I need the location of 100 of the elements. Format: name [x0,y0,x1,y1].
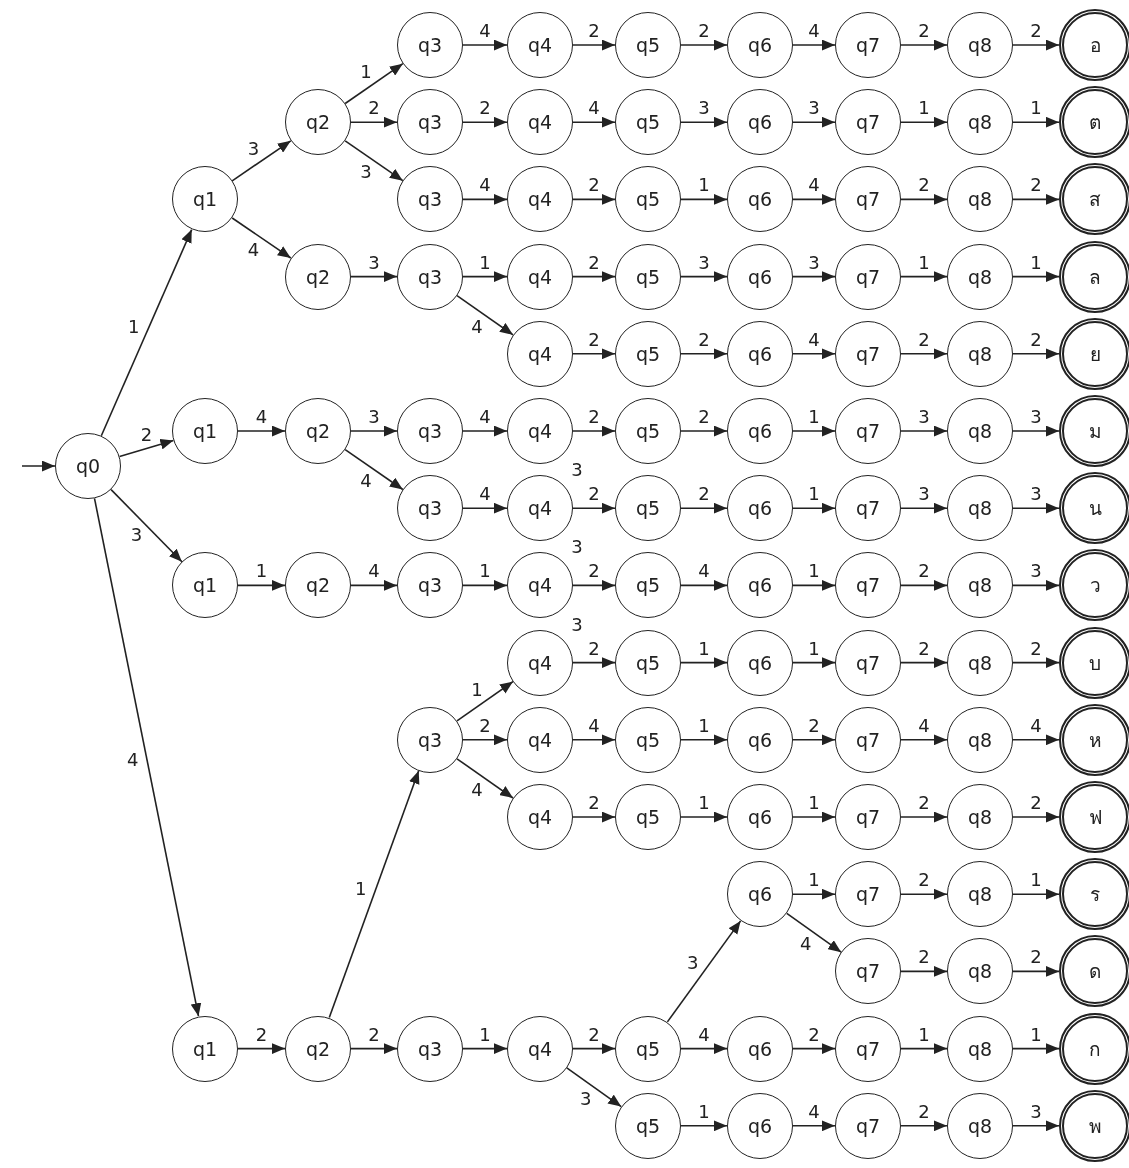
arrow [1012,734,1060,746]
edge-label: 2 [587,22,601,40]
state-circle: q4 [507,552,573,619]
double-circle: ต [1059,86,1129,159]
arrow [572,657,616,668]
arrow [680,734,728,746]
edge-label: 4 [470,780,484,799]
edge-label: 2 [917,794,931,812]
state-circle: q5 [615,1015,681,1082]
arrow [900,966,948,977]
edge-label: 2 [587,253,601,272]
double-circle: บ [1059,626,1129,699]
arrow [792,811,836,823]
state-circle: q8 [947,398,1013,464]
state-circle: q4 [507,706,573,773]
state-circle: q7 [835,320,901,387]
arrow [231,217,292,259]
edge-label: 2 [697,330,711,349]
state-circle: q5 [615,1092,681,1159]
state-circle: q8 [947,552,1013,619]
arrow [680,348,728,360]
arrow [328,770,420,1019]
state-circle: q7 [835,475,901,542]
state-circle: q4 [507,629,573,696]
arrow [792,348,836,360]
edge-label: 2 [917,330,931,349]
arrow [231,140,292,182]
arrow [93,497,202,1017]
edge-label: 4 [697,1025,711,1044]
state-circle: q5 [615,12,681,78]
arrow [792,116,836,128]
edge-label: 1 [917,253,931,272]
double-circle: ล [1059,240,1129,313]
edge-label: 2 [587,408,601,426]
arrow [100,228,193,437]
state-circle: q4 [507,12,573,78]
state-circle: q6 [727,861,793,928]
double-circle: พ [1059,1089,1129,1162]
state-circle: q8 [947,1015,1013,1082]
state-circle: q1 [172,398,238,464]
arrow [680,657,728,668]
edge-label: 1 [1029,253,1043,272]
arrow [350,271,398,282]
edge-label: 1 [697,716,711,735]
arrow [344,140,404,182]
arrow [456,758,514,799]
arrow [792,580,836,591]
state-circle: q3 [397,12,463,78]
state-circle: q7 [835,629,901,696]
edge-label: 3 [1029,408,1043,426]
arrow [572,580,616,591]
arrow [462,425,508,437]
arrow [680,116,728,128]
state-circle: q6 [727,12,793,78]
edge-label: 4 [478,22,492,40]
edge-label: 1 [917,1025,931,1044]
state-circle: q8 [947,861,1013,928]
edge-label: 3 [1029,1102,1043,1121]
arrow [1012,580,1060,591]
state-circle: q6 [727,1092,793,1159]
edge-label: 4 [807,22,821,40]
state-circle: q5 [615,784,681,850]
arrow [1012,888,1060,900]
state-circle: q5 [615,398,681,464]
arrow [680,502,728,514]
arrow [350,425,398,437]
arrow [1012,811,1060,823]
edge-label: 2 [587,330,601,349]
arrow [350,580,398,591]
arrow [462,734,508,746]
edge-label: 3 [367,408,381,426]
arrow [1012,271,1060,282]
state-circle: q4 [507,784,573,850]
state-circle: q1 [172,166,238,233]
state-circle: q4 [507,320,573,387]
edge-label: 1 [807,408,821,426]
double-circle: ฟ [1059,781,1129,853]
edge-label: 4 [807,1102,821,1121]
edge-label: 4 [246,240,261,259]
edge-label: 2 [1029,22,1043,40]
arrow [572,811,616,823]
arrow [792,1043,836,1054]
state-circle: q1 [172,552,238,619]
arrow [792,39,836,51]
edge-label: 1 [697,639,711,658]
state-circle: q3 [397,166,463,233]
arrow [572,502,616,514]
state-circle: q7 [835,552,901,619]
edge-label: 4 [1029,716,1043,735]
arrow [792,502,836,514]
arrow [237,1043,286,1054]
arrow [462,1043,508,1054]
double-circle: ด [1059,935,1129,1008]
arrow [462,502,508,514]
arrow [680,194,728,205]
arrow [900,502,948,514]
state-circle: q8 [947,89,1013,156]
arrow [1012,39,1060,51]
arrow [900,348,948,360]
state-circle: q8 [947,475,1013,542]
